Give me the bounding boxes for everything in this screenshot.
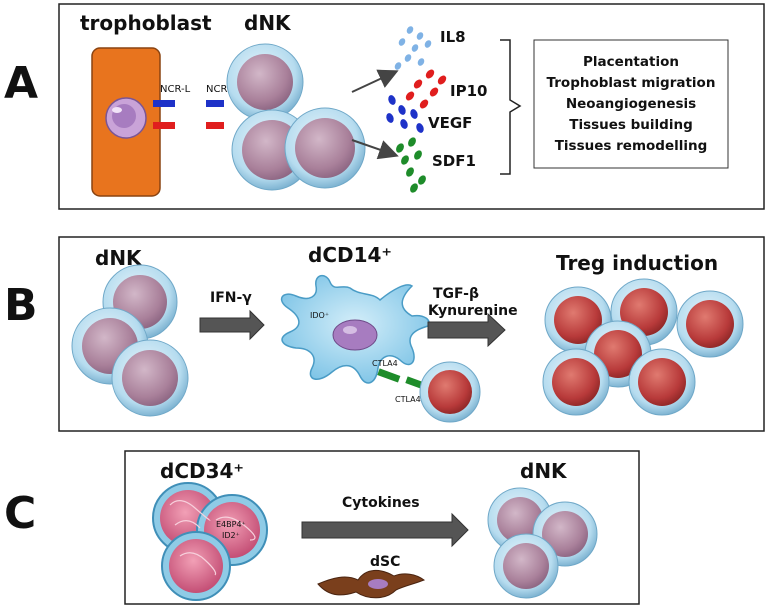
dcd14-label: dCD14⁺ xyxy=(308,243,392,267)
function-neoangiogenesis: Neoangiogenesis xyxy=(566,96,696,112)
trophoblast-cell xyxy=(91,47,161,197)
panel-b-dnk-cells xyxy=(71,264,189,417)
cytokines-label: Cytokines xyxy=(342,495,420,511)
function-tissues-remodelling: Tissues remodelling xyxy=(555,138,708,154)
molecule-ip10: IP10 xyxy=(450,82,487,100)
id2-label: ID2⁺ xyxy=(222,531,240,540)
ctla4-receptor xyxy=(377,368,401,383)
function-tissues-building: Tissues building xyxy=(569,117,693,133)
functions-brace xyxy=(500,39,522,175)
functions-box xyxy=(533,39,729,169)
il8-molecules xyxy=(394,26,432,70)
vegf-molecules xyxy=(386,95,424,133)
panel-b-letter: B xyxy=(4,280,38,331)
arrow-to-sdf1 xyxy=(351,139,399,160)
function-trophoblast-migration: Trophoblast migration xyxy=(547,75,716,91)
ncrs-receptor-red xyxy=(206,122,224,129)
dcd34-cells xyxy=(152,482,268,601)
panel-a-letter: A xyxy=(4,58,38,109)
panel-b-t-cell xyxy=(419,361,481,423)
kynurenine-label: Kynurenine xyxy=(428,303,518,319)
ifn-gamma-arrow xyxy=(199,309,265,341)
molecule-sdf1: SDF1 xyxy=(432,152,476,170)
dcd14-cell xyxy=(280,274,430,384)
ctla4l-label: CTLA4-L xyxy=(395,395,429,404)
ncr-l-label: NCR-L xyxy=(160,84,191,95)
cytokines-arrow xyxy=(301,512,469,548)
trophoblast-label: trophoblast xyxy=(80,11,212,35)
sdf1-molecules xyxy=(396,137,426,193)
ido-label: IDO⁺ xyxy=(310,311,329,320)
dsc-cell xyxy=(317,570,426,599)
tgf-beta-label: TGF-β xyxy=(433,286,479,302)
panel-a-dnk-cells xyxy=(226,43,366,191)
ip10-molecules xyxy=(405,69,447,109)
tgf-arrow xyxy=(427,312,506,348)
arrow-to-il8 xyxy=(351,69,399,93)
panel-c-letter: C xyxy=(4,488,36,539)
molecule-vegf: VEGF xyxy=(428,114,472,132)
dcd34-label: dCD34⁺ xyxy=(160,459,244,483)
ncr-l-receptor xyxy=(153,100,175,107)
treg-induction-label: Treg induction xyxy=(556,251,718,275)
ncrs-label: NCRs xyxy=(206,84,233,95)
function-placentation: Placentation xyxy=(583,54,679,70)
e4bp4-label: E4BP4⁺ xyxy=(216,520,246,529)
ifn-gamma-label: IFN-γ xyxy=(210,290,252,306)
molecule-il8: IL8 xyxy=(440,28,466,46)
dsc-label: dSC xyxy=(370,554,400,570)
treg-cells xyxy=(542,278,744,416)
ncrs-receptor xyxy=(206,100,224,107)
ncr-l-receptor-red xyxy=(153,122,175,129)
panel-c-dnk-label: dNK xyxy=(520,459,568,483)
ctla4-label: CTLA4 xyxy=(372,359,398,368)
panel-a-dnk-label: dNK xyxy=(244,11,292,35)
panel-c-dnk-cells xyxy=(487,487,598,599)
